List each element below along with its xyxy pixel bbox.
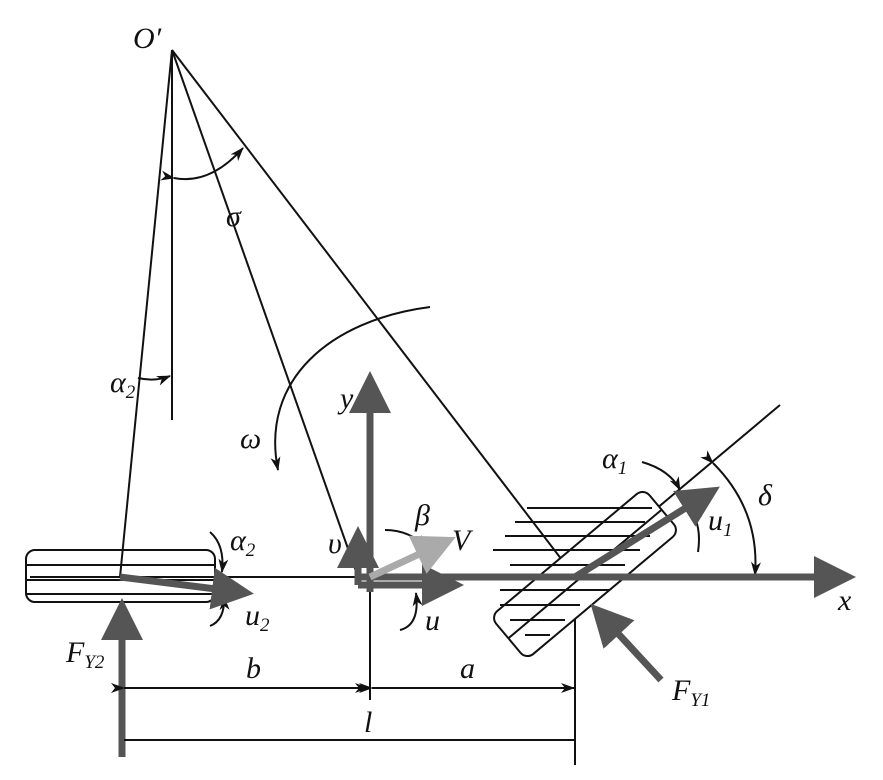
label-delta: δ — [758, 479, 773, 512]
label-u1: u1 — [708, 504, 733, 541]
FY1-arrow — [590, 603, 664, 683]
label-u: u — [425, 604, 440, 637]
label-y: y — [337, 382, 354, 415]
label-x: x — [837, 584, 852, 617]
label-b: b — [246, 652, 261, 685]
label-omega: ω — [240, 422, 261, 455]
label-alpha1: α1 — [602, 442, 627, 479]
label-alpha2-top: α2 — [110, 366, 136, 403]
label-alpha2-wheel: α2 — [230, 524, 256, 561]
V-arrow — [368, 535, 456, 581]
u2-arrow — [119, 567, 254, 610]
label-sigma: σ — [226, 200, 242, 233]
label-FY1: FY1 — [671, 674, 710, 711]
vectors — [101, 371, 856, 757]
dimension-lines — [111, 683, 575, 741]
u1-arrow — [573, 486, 720, 580]
label-beta: β — [414, 499, 430, 532]
label-pivot: O′ — [133, 22, 162, 55]
label-v: υ — [328, 527, 342, 560]
label-u2: u2 — [245, 599, 270, 636]
label-l: l — [364, 706, 372, 739]
label-V: V — [452, 524, 474, 557]
front-wheel-hatch — [493, 507, 652, 636]
label-FY2: FY2 — [65, 636, 105, 673]
geometry-lines — [30, 49, 781, 765]
label-a: a — [460, 652, 475, 685]
